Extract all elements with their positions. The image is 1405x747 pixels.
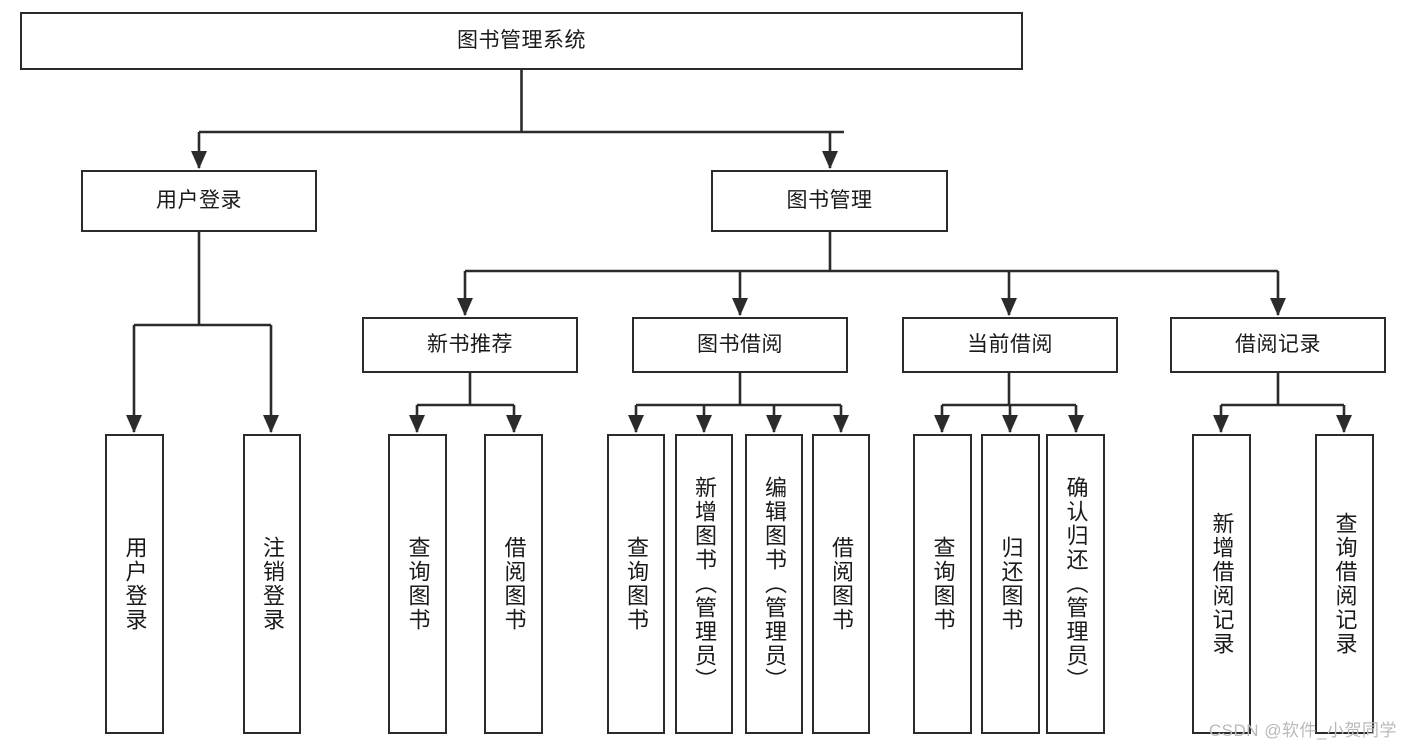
node-book-manage[interactable]: 图书管理	[711, 170, 948, 232]
leaf-borrow-book[interactable]: 借阅图书	[812, 434, 870, 734]
node-book-borrow[interactable]: 图书借阅	[632, 317, 848, 373]
leaf-user-logout[interactable]: 注销登录	[243, 434, 301, 734]
node-root-label: 图书管理系统	[457, 28, 586, 52]
leaf-recommend-borrow-book[interactable]: 借阅图书	[484, 434, 543, 734]
leaf-current-query-book[interactable]: 查询图书	[913, 434, 972, 734]
leaf-current-return-book[interactable]: 归还图书	[981, 434, 1040, 734]
leaf-current-return-book-label: 归还图书	[998, 536, 1024, 632]
leaf-recommend-query-book[interactable]: 查询图书	[388, 434, 447, 734]
node-borrow-record-label: 借阅记录	[1235, 332, 1321, 356]
leaf-borrow-book-label: 借阅图书	[829, 536, 854, 632]
leaf-record-add-borrow-record[interactable]: 新增借阅记录	[1192, 434, 1251, 734]
node-new-book-recommend[interactable]: 新书推荐	[362, 317, 578, 373]
leaf-borrow-add-book-admin[interactable]: 新增图书（管理员）	[675, 434, 733, 734]
leaf-recommend-query-book-label: 查询图书	[405, 536, 431, 632]
leaf-borrow-query-book[interactable]: 查询图书	[607, 434, 665, 734]
leaf-borrow-edit-book-admin[interactable]: 编辑图书（管理员）	[745, 434, 803, 734]
node-current-borrow-label: 当前借阅	[967, 332, 1053, 356]
leaf-current-query-book-label: 查询图书	[930, 536, 956, 632]
leaf-borrow-edit-book-admin-label: 编辑图书（管理员）	[762, 476, 787, 692]
leaf-record-query-borrow-record-label: 查询借阅记录	[1332, 512, 1358, 656]
leaf-user-logout-label: 注销登录	[260, 536, 285, 632]
leaf-record-query-borrow-record[interactable]: 查询借阅记录	[1315, 434, 1374, 734]
watermark: CSDN @软件_小贺同学	[1208, 721, 1397, 740]
node-user-login-label: 用户登录	[156, 188, 242, 212]
node-current-borrow[interactable]: 当前借阅	[902, 317, 1118, 373]
leaf-recommend-borrow-book-label: 借阅图书	[501, 536, 527, 632]
node-book-borrow-label: 图书借阅	[697, 332, 783, 356]
leaf-user-login-label: 用户登录	[122, 536, 148, 632]
node-new-book-recommend-label: 新书推荐	[427, 332, 513, 356]
leaf-borrow-query-book-label: 查询图书	[624, 536, 649, 632]
node-borrow-record[interactable]: 借阅记录	[1170, 317, 1386, 373]
node-root[interactable]: 图书管理系统	[20, 12, 1023, 70]
leaf-borrow-add-book-admin-label: 新增图书（管理员）	[692, 476, 717, 692]
node-user-login[interactable]: 用户登录	[81, 170, 317, 232]
leaf-record-add-borrow-record-label: 新增借阅记录	[1209, 512, 1235, 656]
node-book-manage-label: 图书管理	[786, 188, 873, 212]
leaf-current-confirm-return-admin-label: 确认归还（管理员）	[1063, 476, 1089, 692]
leaf-user-login[interactable]: 用户登录	[105, 434, 164, 734]
leaf-current-confirm-return-admin[interactable]: 确认归还（管理员）	[1046, 434, 1105, 734]
